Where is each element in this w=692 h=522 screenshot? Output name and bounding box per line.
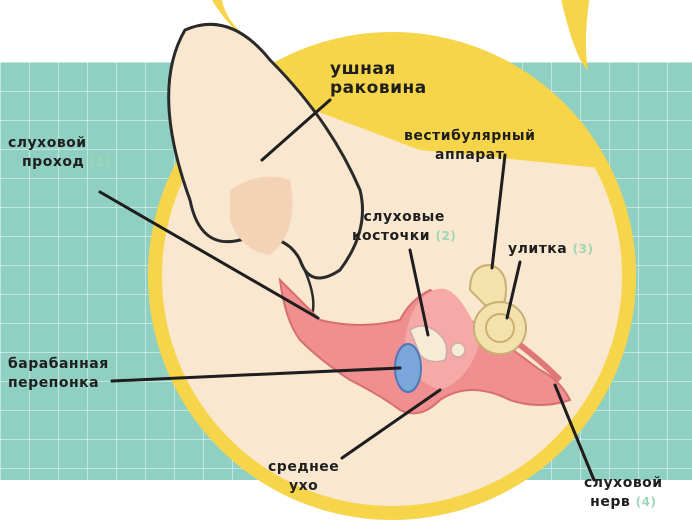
label-pinna-line2: раковина	[330, 79, 427, 98]
label-ossicles-num: (2)	[435, 229, 456, 243]
top-swoosh-right	[560, 0, 590, 70]
label-ear-canal-line2: проход	[22, 154, 84, 170]
ossicle-stapes	[451, 343, 465, 357]
label-vestibular: вестибулярный аппарат	[404, 127, 535, 165]
label-ossicles-line1: слуховые	[352, 208, 456, 227]
label-ear-canal-line2-wrap: проход (1)	[8, 153, 110, 172]
label-ossicles: слуховые косточки (2)	[352, 208, 456, 246]
label-middle-ear-line2: ухо	[268, 477, 339, 496]
label-cochlea-line1: улитка	[508, 241, 567, 257]
label-ossicles-line2: косточки	[352, 228, 430, 244]
label-nerve-line1: слуховой	[584, 474, 663, 493]
label-middle-ear: среднее ухо	[268, 458, 339, 496]
label-nerve-line2-wrap: нерв (4)	[584, 493, 663, 512]
label-vestibular-line1: вестибулярный	[404, 127, 535, 146]
label-ear-canal: слуховой проход (1)	[8, 134, 110, 172]
label-cochlea: улитка (3)	[508, 240, 593, 259]
label-ossicles-line2-wrap: косточки (2)	[352, 227, 456, 246]
label-ear-canal-line1: слуховой	[8, 134, 110, 153]
label-nerve-num: (4)	[636, 495, 657, 509]
label-ear-canal-num: (1)	[90, 155, 111, 169]
label-eardrum-line2: перепонка	[8, 374, 109, 393]
cochlea-shape	[474, 302, 526, 354]
label-pinna: ушная раковина	[330, 60, 427, 98]
label-nerve-line2: нерв	[590, 494, 630, 510]
label-eardrum: барабанная перепонка	[8, 355, 109, 393]
label-nerve: слуховой нерв (4)	[584, 474, 663, 512]
label-middle-ear-line1: среднее	[268, 458, 339, 477]
label-pinna-line1: ушная	[330, 60, 427, 79]
label-eardrum-line1: барабанная	[8, 355, 109, 374]
label-cochlea-num: (3)	[573, 242, 594, 256]
label-vestibular-line2: аппарат	[404, 146, 535, 165]
